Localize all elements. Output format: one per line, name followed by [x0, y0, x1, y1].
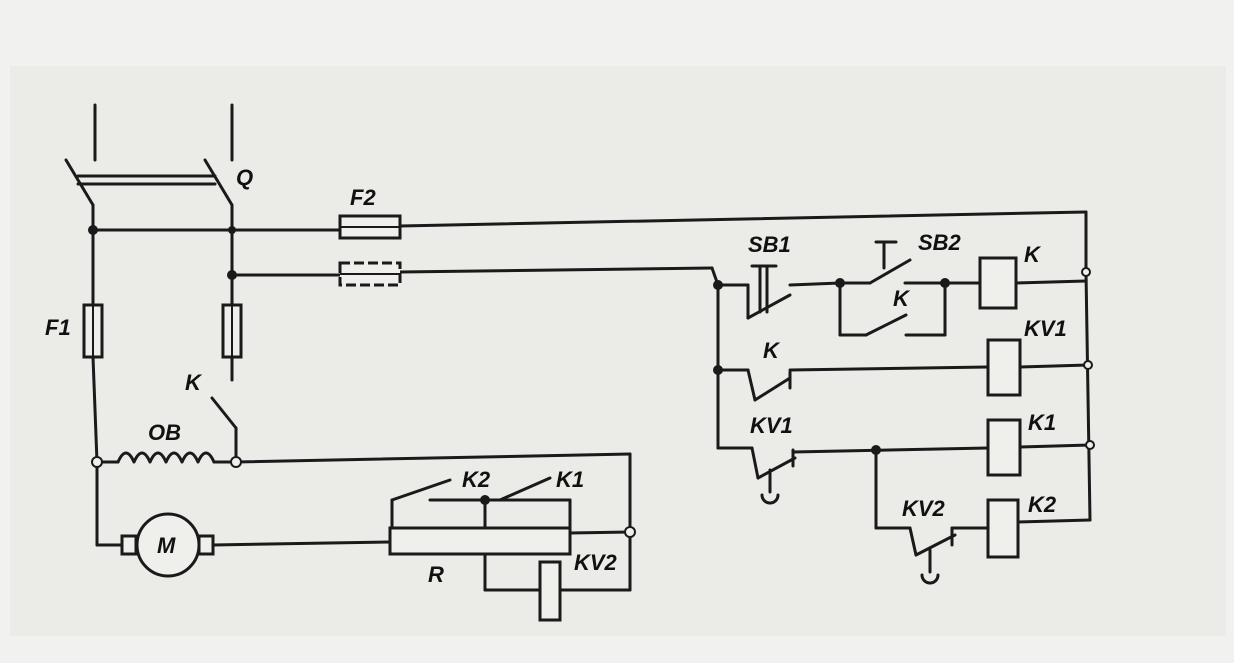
control-right-rail	[1084, 270, 1092, 522]
label-m: M	[157, 533, 176, 558]
wire-armature-top	[234, 452, 632, 464]
label-k2-coil: K2	[1028, 492, 1057, 517]
resistor-r	[388, 526, 572, 556]
button-sb1[interactable]	[716, 264, 842, 320]
coil-k2	[986, 498, 1020, 559]
label-f1: F1	[45, 315, 71, 340]
label-kv1-contact: KV1	[750, 413, 793, 438]
label-q: Q	[236, 165, 253, 190]
label-kv2-coil: KV2	[574, 550, 618, 575]
label-ob: OB	[148, 420, 181, 445]
label-sb1: SB1	[748, 232, 791, 257]
contact-kv1	[716, 446, 990, 505]
coil-k	[978, 256, 1018, 310]
label-kv1-coil: KV1	[1024, 316, 1067, 341]
contact-k-hold	[838, 281, 947, 337]
coil-kv2	[483, 530, 632, 622]
label-kv2-contact: KV2	[902, 496, 946, 521]
junctions	[88, 225, 1095, 538]
label-f2: F2	[350, 185, 376, 210]
wire-left-b	[91, 355, 99, 464]
contact-k2-k1	[390, 476, 572, 530]
wire-motor-right	[211, 540, 392, 547]
label-k-motor: K	[185, 370, 203, 395]
contact-k-nc	[716, 365, 990, 402]
label-sb2: SB2	[918, 230, 962, 255]
label-k-hold: K	[893, 286, 911, 311]
label-k-nc: K	[763, 338, 781, 363]
coil-kv1	[986, 338, 1022, 397]
label-k1-coil: K1	[1028, 410, 1056, 435]
coil-k1	[986, 418, 1022, 477]
label-k2: K2	[462, 467, 491, 492]
motor-m	[120, 512, 215, 578]
contact-kv2	[874, 448, 990, 585]
label-k-coil: K	[1024, 242, 1042, 267]
supply-bus-top	[91, 210, 1088, 274]
label-k1: K1	[556, 467, 584, 492]
main-switch-q	[64, 103, 234, 232]
label-r: R	[428, 562, 444, 587]
